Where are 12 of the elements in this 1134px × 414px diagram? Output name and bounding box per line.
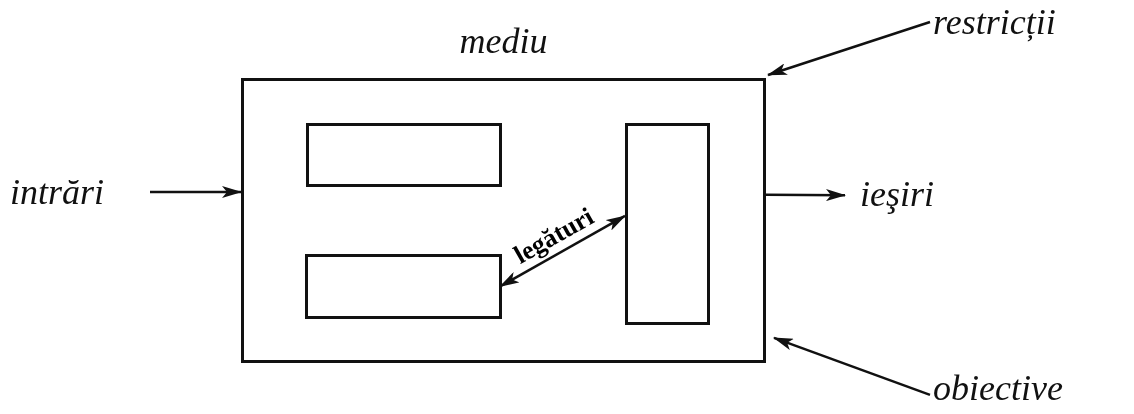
component-box bbox=[305, 254, 502, 319]
term-label: restricții bbox=[933, 4, 1056, 40]
component-box bbox=[625, 123, 710, 325]
arrow bbox=[766, 189, 846, 202]
heading-text: mediu bbox=[459, 23, 548, 59]
component-box bbox=[306, 123, 502, 187]
arrow bbox=[150, 186, 242, 198]
arrow bbox=[773, 336, 931, 396]
term-label: obiective bbox=[933, 370, 1063, 406]
term-label: intrări bbox=[10, 174, 105, 210]
arrow bbox=[767, 20, 931, 77]
term-label: ieşiri bbox=[860, 176, 934, 212]
